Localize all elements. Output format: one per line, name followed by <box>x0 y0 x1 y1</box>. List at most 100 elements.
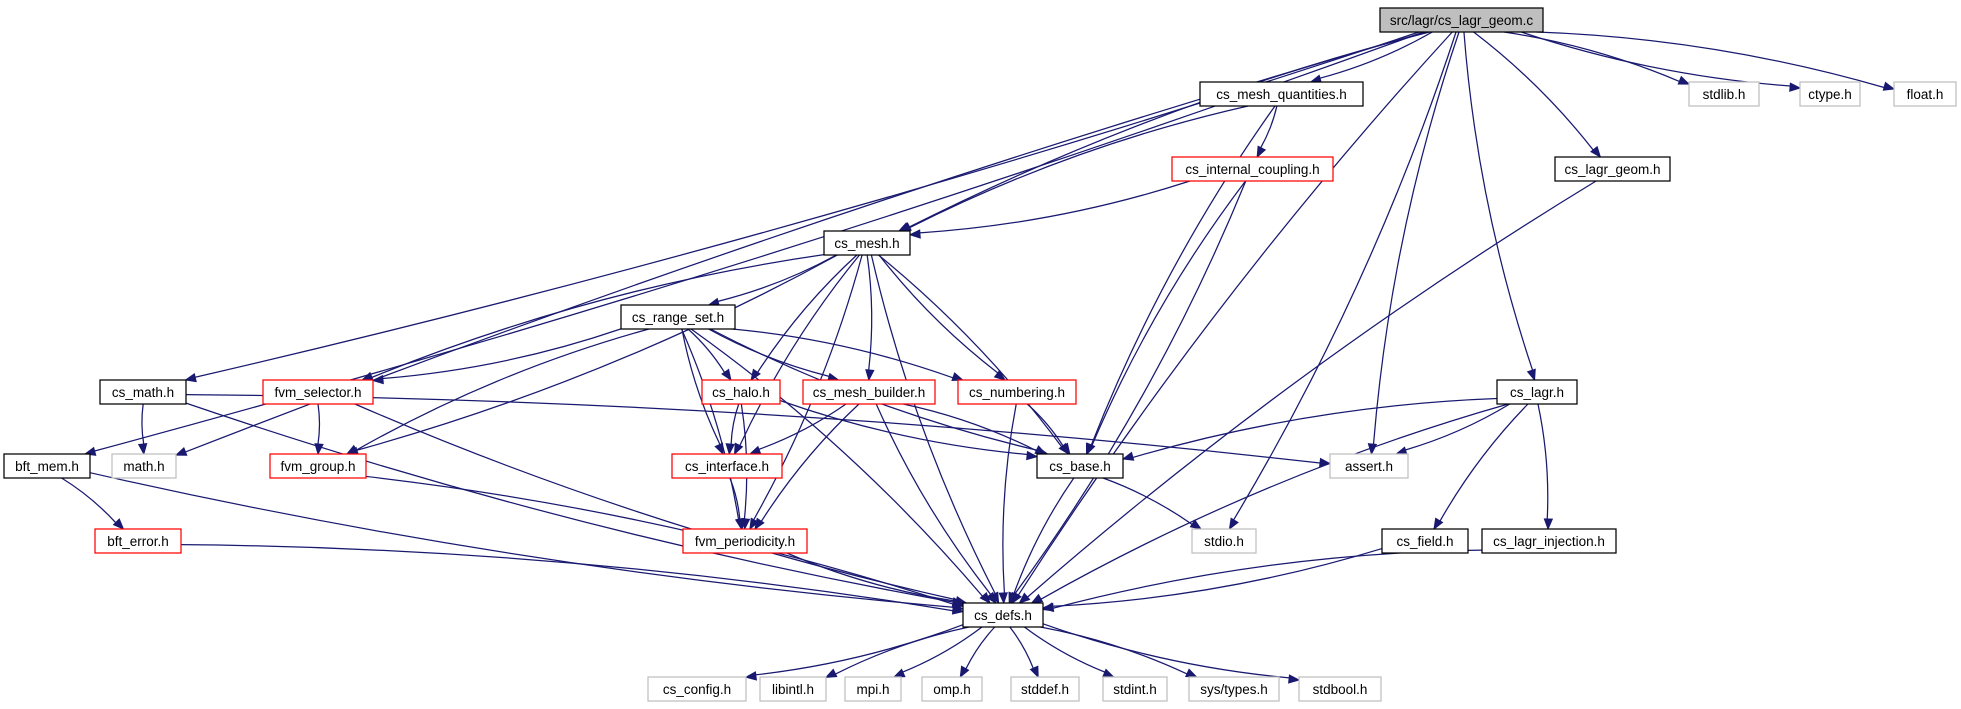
node-cs-field[interactable]: cs_field.h <box>1381 528 1469 554</box>
edge-fvm_selector-to-cs_defs <box>354 403 957 601</box>
node-label: cs_config.h <box>663 682 731 697</box>
arrowhead-cs_lagr-to-cs_field <box>1433 517 1444 531</box>
node-box <box>682 528 808 554</box>
node-box <box>1188 676 1280 702</box>
edge-cs_base-to-cs_defs <box>1013 477 1075 595</box>
node-fvm-selector[interactable]: fvm_selector.h <box>262 379 374 405</box>
node-ctype-h: ctype.h <box>1799 81 1861 107</box>
node-label: omp.h <box>933 682 971 697</box>
node-label: mpi.h <box>856 682 889 697</box>
node-box <box>1036 453 1124 479</box>
node-cs-lagr[interactable]: cs_lagr.h <box>1496 379 1578 405</box>
edge-root-to-ctype_h <box>1521 31 1791 87</box>
node-box <box>1379 7 1544 33</box>
arrowhead-cs_numbering-to-cs_defs <box>998 592 1008 605</box>
node-label: bft_error.h <box>107 534 169 549</box>
node-label: fvm_periodicity.h <box>695 534 795 549</box>
node-cs-interface[interactable]: cs_interface.h <box>671 453 783 479</box>
node-fvm-periodicity[interactable]: fvm_periodicity.h <box>682 528 808 554</box>
node-cs-config: cs_config.h <box>647 676 747 702</box>
node-box <box>1554 156 1671 182</box>
node-libintl-h: libintl.h <box>759 676 827 702</box>
node-bft-mem[interactable]: bft_mem.h <box>3 453 91 479</box>
edge-cs_mesh_quantities-to-cs_internal_coupling <box>1260 105 1278 148</box>
arrowhead-cs_defs-to-stdint_h <box>1102 668 1115 678</box>
node-cs-mesh-quantities[interactable]: cs_mesh_quantities.h <box>1199 81 1364 107</box>
arrowhead-cs_halo-to-cs_interface <box>725 443 735 456</box>
node-label: cs_mesh_builder.h <box>813 385 926 400</box>
node-label: cs_interface.h <box>685 459 769 474</box>
node-cs-numbering[interactable]: cs_numbering.h <box>957 379 1077 405</box>
node-label: sys/types.h <box>1200 682 1268 697</box>
node-bft-error[interactable]: bft_error.h <box>94 528 182 554</box>
edge-cs_lagr-to-assert_h <box>1405 403 1511 451</box>
node-assert-h: assert.h <box>1329 453 1409 479</box>
edge-cs_mesh_builder-to-cs_interface <box>758 403 847 450</box>
arrowhead-root-to-stdlib_h <box>1677 75 1691 85</box>
node-box <box>759 676 827 702</box>
edge-cs_range_set-to-fvm_periodicity <box>681 328 740 520</box>
arrowhead-cs_interface-to-fvm_periodicity <box>736 517 746 531</box>
edge-cs_math-to-math_h <box>141 403 145 445</box>
node-box <box>1102 676 1168 702</box>
node-label: ctype.h <box>1808 87 1852 102</box>
arrowhead-cs_mesh-to-cs_interface <box>733 442 744 456</box>
edge-cs_internal_coupling-to-cs_base <box>1091 180 1247 446</box>
edge-cs_mesh-to-cs_halo <box>757 254 858 373</box>
edge-cs_mesh-to-cs_numbering <box>878 254 999 374</box>
node-box <box>701 379 781 405</box>
node-label: src/lagr/cs_lagr_geom.c <box>1390 13 1534 28</box>
edge-cs_range_set-to-cs_defs <box>690 328 984 597</box>
node-cs-internal-coupling[interactable]: cs_internal_coupling.h <box>1171 156 1334 182</box>
arrowhead-cs_mesh-to-cs_numbering <box>993 369 1006 381</box>
arrowhead-root-to-cs_lagr <box>1526 368 1536 382</box>
arrowhead-cs_halo-to-cs_base <box>1026 450 1039 461</box>
arrowhead-fvm_periodicity-to-cs_defs <box>951 597 965 607</box>
arrowhead-cs_base-to-stdio_h <box>1189 519 1203 530</box>
node-cs-base[interactable]: cs_base.h <box>1036 453 1124 479</box>
edge-cs_defs-to-sys_types_h <box>1040 626 1188 675</box>
edge-cs_mesh_builder-to-cs_defs <box>875 403 992 595</box>
node-cs-lagr-injection[interactable]: cs_lagr_injection.h <box>1481 528 1617 554</box>
node-box <box>1199 81 1364 107</box>
edge-root-to-stdio_h <box>1233 31 1457 521</box>
edge-cs_mesh-to-cs_mesh_builder <box>866 254 873 371</box>
edge-cs_range_set-to-cs_halo <box>687 328 726 373</box>
arrowhead-cs_defs-to-stdbool_h <box>1288 674 1301 684</box>
edge-fvm_group-to-cs_defs <box>365 475 954 605</box>
node-box <box>1381 528 1469 554</box>
node-label: stddef.h <box>1021 682 1069 697</box>
node-cs-defs[interactable]: cs_defs.h <box>962 602 1044 628</box>
node-label: fvm_group.h <box>280 459 355 474</box>
edge-cs_halo-to-cs_base <box>779 399 1028 456</box>
edge-cs_range_set-to-fvm_group <box>355 328 650 451</box>
arrowhead-cs_lagr-to-cs_base <box>1121 451 1135 461</box>
node-cs-range-set[interactable]: cs_range_set.h <box>620 304 736 330</box>
arrowhead-root-to-math_h <box>174 446 188 456</box>
edge-cs_range_set-to-fvm_selector <box>382 328 622 380</box>
edge-cs_lagr-to-cs_field <box>1439 403 1529 522</box>
edge-cs_range_set-to-cs_numbering <box>732 328 954 379</box>
node-box <box>957 379 1077 405</box>
edge-root-to-cs_defs <box>1017 31 1453 596</box>
node-cs-halo[interactable]: cs_halo.h <box>701 379 781 405</box>
node-cs-math[interactable]: cs_math.h <box>99 379 187 405</box>
edge-cs_mesh-to-cs_range_set <box>717 254 837 302</box>
node-cs-mesh-builder[interactable]: cs_mesh_builder.h <box>802 379 936 405</box>
node-box <box>1688 81 1760 107</box>
nodes-layer: src/lagr/cs_lagr_geom.c cs_mesh_quantitie… <box>3 7 1957 702</box>
node-box <box>921 676 983 702</box>
node-mpi-h: mpi.h <box>844 676 902 702</box>
edge-bft_mem-to-bft_error <box>61 477 117 524</box>
arrowhead-cs_defs-to-cs_config <box>744 671 758 681</box>
node-root[interactable]: src/lagr/cs_lagr_geom.c <box>1379 7 1544 33</box>
node-fvm-group[interactable]: fvm_group.h <box>269 453 367 479</box>
node-cs-mesh[interactable]: cs_mesh.h <box>823 230 911 256</box>
edge-root-to-cs_mesh <box>908 31 1430 229</box>
node-label: cs_range_set.h <box>632 310 724 325</box>
node-label: math.h <box>123 459 164 474</box>
edge-cs_defs-to-mpi_h <box>902 626 983 673</box>
node-cs-lagr-geom-h[interactable]: cs_lagr_geom.h <box>1554 156 1671 182</box>
node-label: cs_numbering.h <box>969 385 1065 400</box>
